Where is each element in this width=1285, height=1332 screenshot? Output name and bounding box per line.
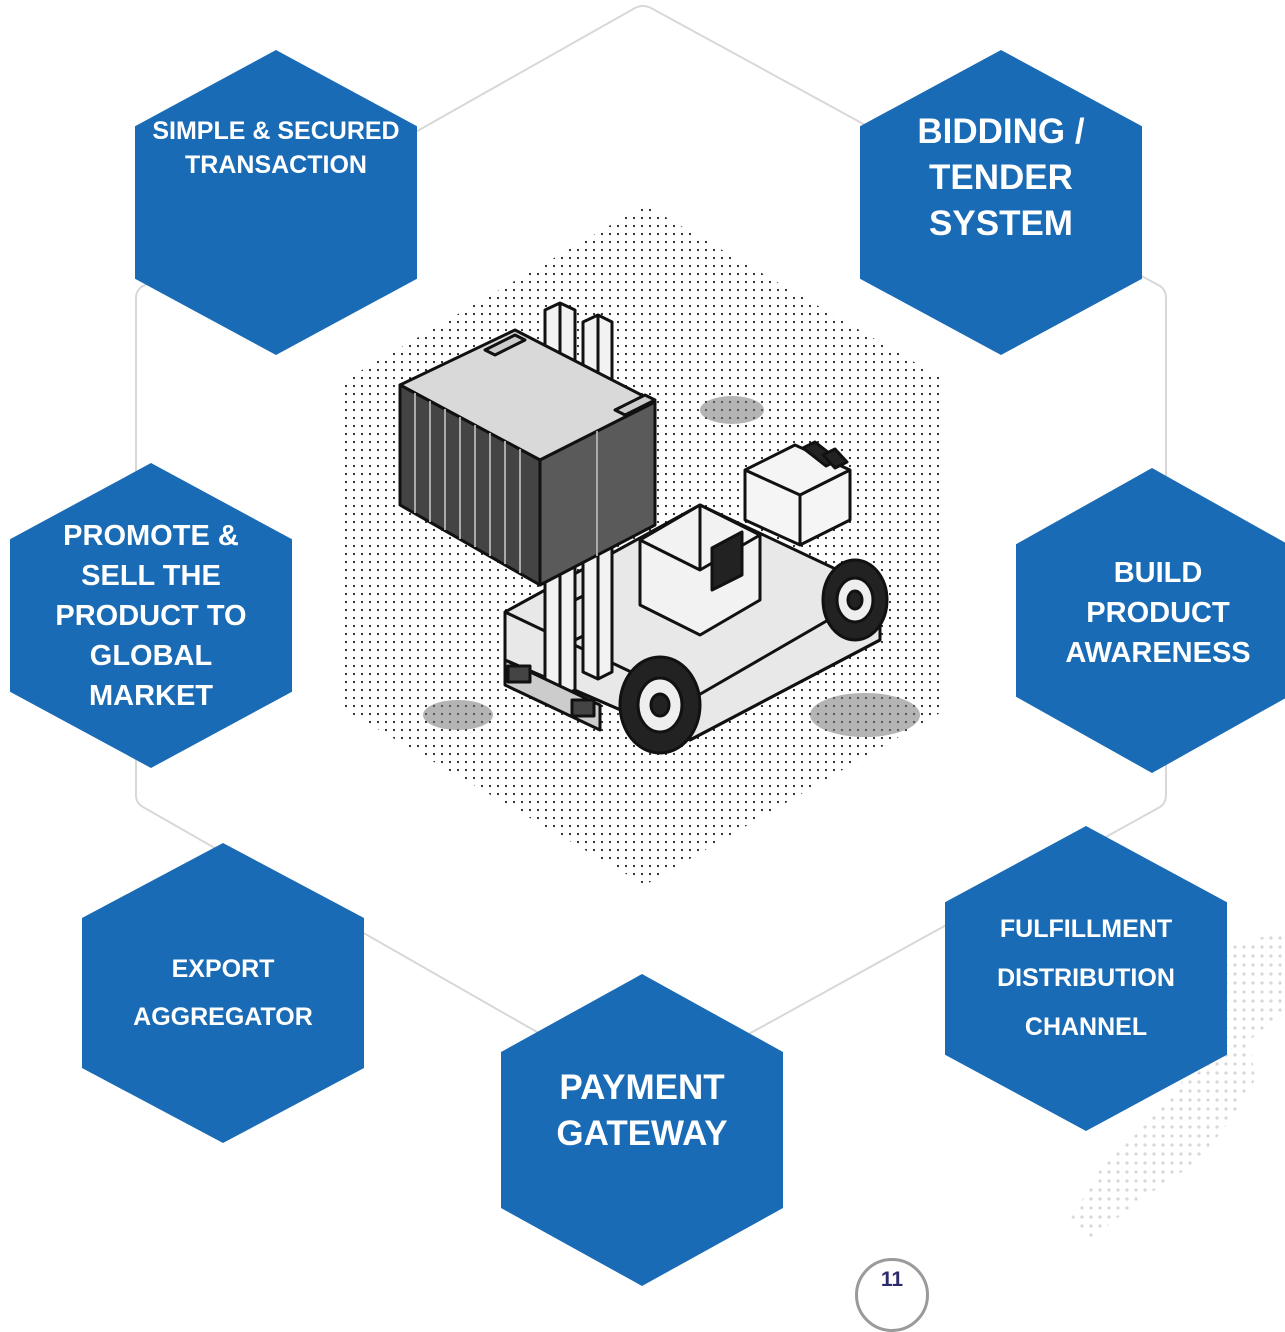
label-line: DISTRIBUTION: [997, 964, 1175, 992]
hex-simple-secured-transaction: SIMPLE & SECURED TRANSACTION: [135, 50, 417, 355]
map-dots-decoration: [1070, 930, 1285, 1240]
label-line: AWARENESS: [1065, 637, 1251, 669]
page-number-badge: 11: [851, 1258, 933, 1332]
hex-bidding-tender-system-label: BIDDING / TENDER SYSTEM: [917, 109, 1084, 247]
label-line: SYSTEM: [929, 203, 1073, 243]
background-layer: [135, 5, 1285, 1240]
label-line: SIMPLE & SECURED: [152, 116, 400, 145]
label-line: PRODUCT TO: [55, 599, 247, 632]
label-line: CHANNEL: [1024, 1013, 1148, 1041]
hex-export-aggregator: EXPORT AGGREGATOR: [82, 843, 364, 1143]
page-number: 11: [880, 1268, 904, 1291]
hex-build-product-awareness-label: BUILD PRODUCT AWARENESS: [1065, 553, 1250, 673]
label-line: AGGREGATOR: [133, 1003, 313, 1031]
label-line: MARKET: [88, 679, 214, 712]
hex-bidding-tender-system: BIDDING / TENDER SYSTEM: [860, 50, 1142, 355]
hex-promote-sell-global-label: PROMOTE & SELL THE PRODUCT TO GLOBAL MAR…: [55, 516, 246, 716]
hex-payment-gateway-label: PAYMENT GATEWAY: [556, 1065, 727, 1157]
label-line: PAYMENT: [559, 1068, 725, 1107]
hex-payment-gateway: PAYMENT GATEWAY: [501, 974, 783, 1286]
label-line: EXPORT: [171, 955, 275, 983]
label-line: PROMOTE &: [63, 519, 239, 552]
hex-simple-secured-transaction-label: SIMPLE & SECURED TRANSACTION: [152, 114, 399, 182]
hex-fulfillment-distribution-channel-label: FULFILLMENT DISTRIBUTION CHANNEL: [997, 905, 1175, 1052]
label-line: GLOBAL: [89, 639, 213, 672]
label-line: BIDDING /: [917, 111, 1085, 151]
label-line: FULFILLMENT: [999, 915, 1173, 943]
label-line: BUILD: [1113, 557, 1203, 589]
forklift-illustration: [398, 301, 920, 755]
label-line: GATEWAY: [556, 1114, 728, 1153]
label-line: PRODUCT: [1086, 597, 1230, 629]
label-line: SELL THE: [81, 559, 221, 592]
label-line: TRANSACTION: [185, 150, 367, 179]
hex-export-aggregator-label: EXPORT AGGREGATOR: [133, 945, 313, 1041]
label-line: TENDER: [929, 157, 1073, 197]
